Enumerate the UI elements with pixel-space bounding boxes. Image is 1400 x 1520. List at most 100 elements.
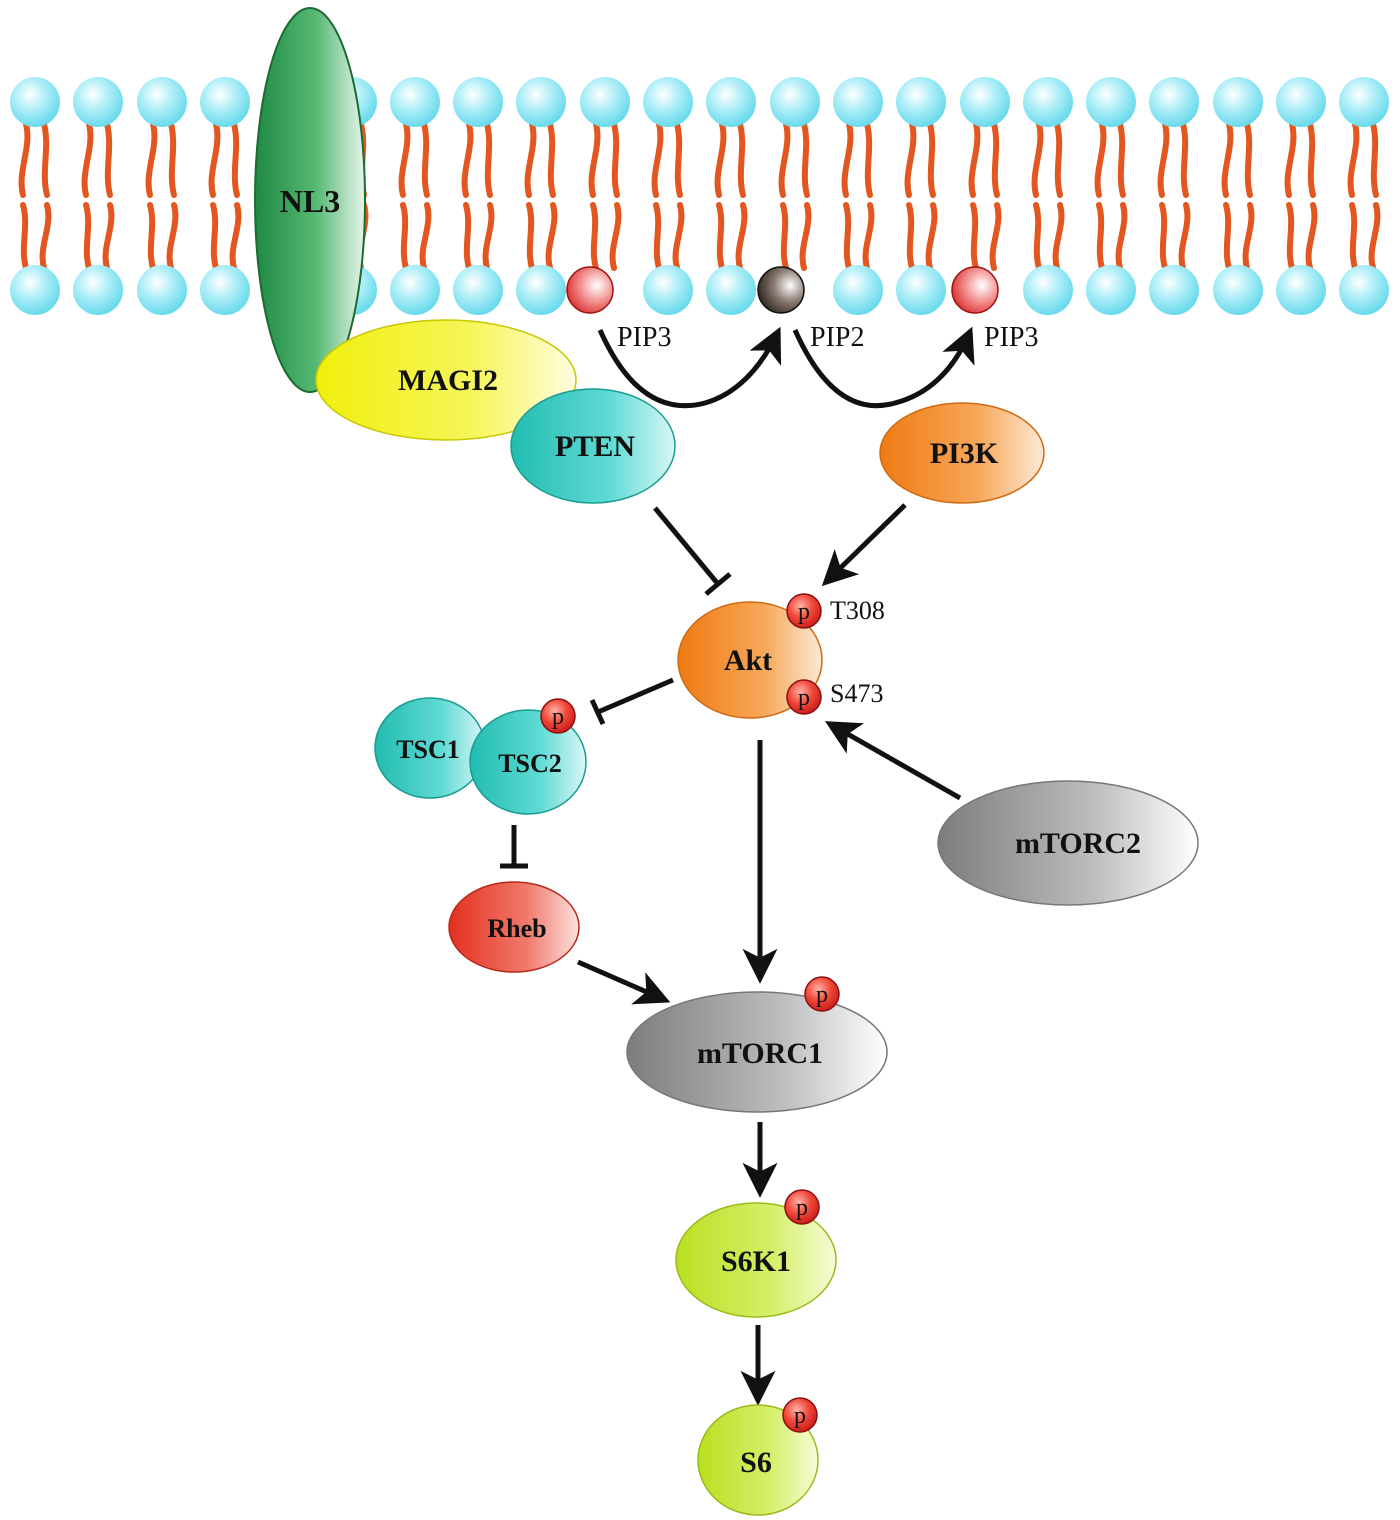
lipid-tail	[547, 121, 556, 198]
lipid-tail	[864, 121, 873, 198]
tsc1-protein: TSC1	[374, 697, 486, 799]
lipid-head	[1149, 77, 1199, 127]
lipid-tail	[1347, 121, 1360, 198]
lipid-tail	[1052, 202, 1065, 271]
lipid-head	[10, 265, 60, 315]
lipid-tail	[1286, 202, 1295, 271]
pip3-right-head	[951, 266, 999, 314]
tsc1-label: TSC1	[396, 735, 460, 764]
lipid-head	[643, 77, 693, 127]
lipid-head	[770, 77, 820, 127]
lipid-tail	[609, 202, 622, 271]
lipid-tail	[737, 121, 746, 198]
lipid-head	[10, 77, 60, 127]
mtorc1-phospho: p	[804, 976, 840, 1012]
phospho-label: p	[798, 599, 810, 625]
lipid-head	[833, 265, 883, 315]
lipid-tail	[83, 202, 92, 271]
mtorc1-label: mTORC1	[697, 1037, 823, 1070]
lipid-head	[390, 265, 440, 315]
lipid-tail	[1349, 202, 1358, 271]
lipid-tail	[398, 121, 411, 198]
lipid-head	[516, 265, 566, 315]
pi3k-activates-akt	[821, 503, 907, 587]
lipid-tail	[778, 121, 791, 198]
akt-s473-phospho: p	[786, 679, 822, 715]
lipid-head	[706, 265, 756, 315]
lipid-tail	[1096, 202, 1105, 271]
magi2-protein: MAGI2	[315, 319, 577, 441]
lipid-tail	[716, 202, 725, 271]
pip3-to-pip2-arrow	[597, 326, 782, 409]
lipid-head	[73, 77, 123, 127]
pip3-right-label: PIP3	[984, 322, 1038, 353]
lipid-head	[1149, 265, 1199, 315]
lipid-head	[1023, 77, 1073, 127]
pip2-to-pip3-arrow	[792, 326, 975, 409]
lipid-tail	[419, 202, 432, 271]
lipid-tail	[1094, 121, 1107, 198]
lipid-bilayer	[10, 77, 1389, 315]
lipid-head	[1213, 265, 1263, 315]
lipid-head	[1339, 265, 1389, 315]
lipid-tail	[41, 121, 50, 198]
lipid-tail	[39, 202, 52, 271]
lipid-tail	[801, 121, 810, 198]
lipid-tail	[102, 202, 115, 271]
tsc2-inhibits-rheb	[500, 825, 528, 869]
tsc2-protein: TSC2	[469, 709, 587, 815]
lipid-tail	[145, 121, 158, 198]
mtorc2-label: mTORC2	[1015, 827, 1141, 860]
lipid-tail	[20, 202, 29, 271]
lipid-tail	[208, 121, 221, 198]
lipid-head	[200, 265, 250, 315]
akt-t308-phospho: p	[786, 593, 822, 629]
pi3k-label: PI3K	[930, 437, 999, 470]
lipid-head	[453, 77, 503, 127]
lipid-tail	[674, 121, 683, 198]
s6k1-protein: S6K1	[675, 1202, 837, 1318]
lipid-head	[643, 265, 693, 315]
lipid-tail	[461, 121, 474, 198]
lipid-tail	[482, 202, 495, 271]
s6k1-phospho: p	[784, 1189, 820, 1225]
lipid-tail	[989, 202, 1002, 271]
lipid-tail	[18, 121, 31, 198]
lipid-tail	[1031, 121, 1044, 198]
lipid-tail	[588, 121, 601, 198]
lipid-tail	[1221, 121, 1234, 198]
phospho-label: p	[798, 685, 810, 711]
lipid-tail	[168, 121, 177, 198]
lipid-head	[137, 77, 187, 127]
akt-label: Akt	[724, 644, 772, 677]
lipid-tail	[147, 202, 156, 271]
lipid-tail	[968, 121, 981, 198]
s6-phospho: p	[782, 1397, 818, 1433]
s6-protein: S6	[697, 1404, 819, 1516]
s6-label: S6	[740, 1446, 772, 1479]
lipid-tail	[843, 202, 852, 271]
lipid-tail	[904, 121, 917, 198]
lipid-tail	[484, 121, 493, 198]
nl3-protein: NL3	[254, 7, 366, 393]
lipid-head	[1086, 265, 1136, 315]
lipid-head	[516, 77, 566, 127]
pi3k-protein: PI3K	[879, 402, 1045, 504]
pip3-left-label: PIP3	[617, 322, 671, 353]
rheb-protein: Rheb	[448, 881, 580, 973]
lipid-tail	[906, 202, 915, 271]
lipid-tail	[841, 121, 854, 198]
tsc2-phospho: p	[540, 698, 576, 734]
phospho-label: p	[796, 1195, 808, 1221]
phospho-label: p	[816, 982, 828, 1008]
lipid-tail	[104, 121, 113, 198]
lipid-head	[1213, 77, 1263, 127]
lipid-tail	[229, 202, 242, 271]
t308-label: T308	[830, 596, 885, 625]
lipid-head	[1276, 77, 1326, 127]
lipid-tail	[1159, 202, 1168, 271]
lipid-head	[1086, 77, 1136, 127]
lipid-tail	[231, 121, 240, 198]
lipid-head	[833, 77, 883, 127]
rheb-activates-mtorc1	[576, 959, 671, 1005]
